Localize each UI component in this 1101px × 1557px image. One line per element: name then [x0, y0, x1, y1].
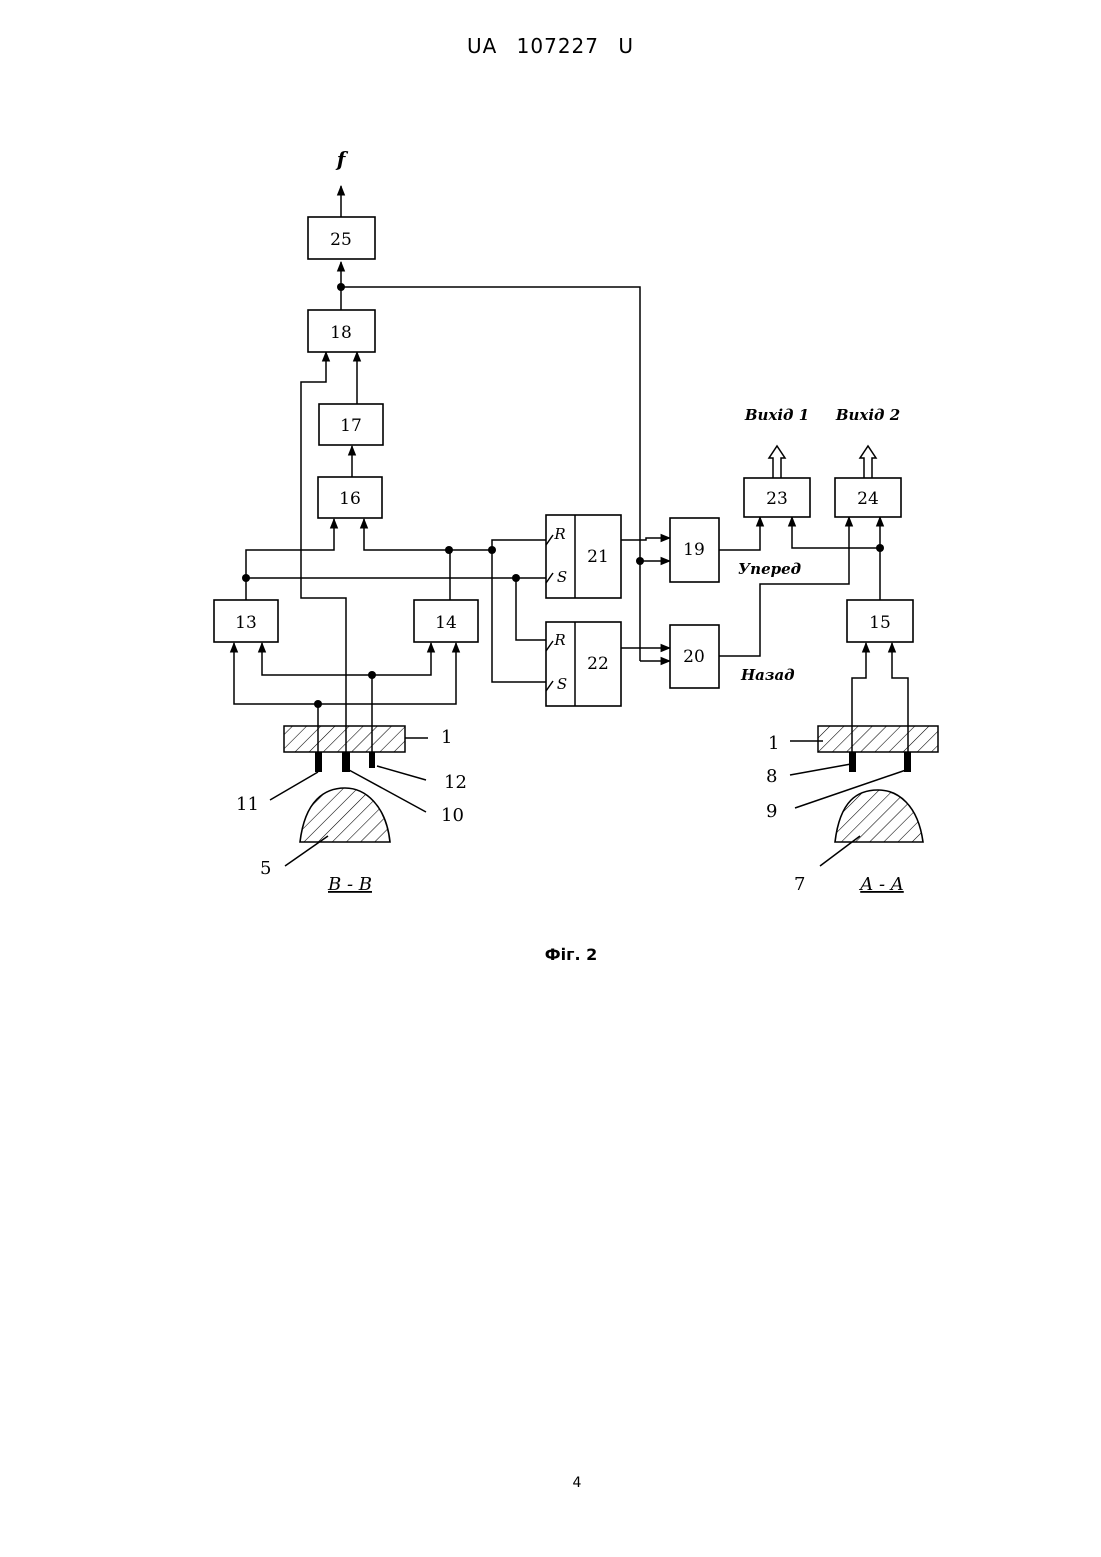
- block-24: 24: [835, 478, 901, 517]
- svg-text:R: R: [553, 525, 565, 543]
- svg-text:13: 13: [235, 613, 257, 633]
- block-25: 25: [308, 217, 375, 259]
- block-15: 15: [847, 600, 913, 642]
- left-plate: [284, 726, 405, 752]
- svg-text:14: 14: [435, 613, 457, 633]
- svg-text:22: 22: [587, 654, 609, 674]
- sensor-8: [849, 752, 856, 772]
- svg-text:15: 15: [869, 613, 891, 633]
- svg-text:25: 25: [330, 230, 352, 250]
- cam-5: [300, 788, 390, 842]
- sensor-11: [315, 752, 322, 772]
- block-13: 13: [214, 600, 278, 642]
- block-17: 17: [319, 404, 383, 445]
- output2-arrow-icon: [860, 446, 876, 478]
- svg-text:19: 19: [683, 540, 705, 560]
- sensor-9: [904, 752, 911, 772]
- block-21-flipflop: R S 21: [546, 515, 621, 598]
- svg-text:24: 24: [857, 489, 879, 509]
- svg-text:17: 17: [340, 416, 362, 436]
- svg-text:S: S: [557, 568, 567, 586]
- output1-arrow-icon: [769, 446, 785, 478]
- right-plate: [818, 726, 938, 752]
- block-22-flipflop: R S 22: [546, 622, 621, 706]
- svg-text:16: 16: [339, 489, 361, 509]
- right-ref-plate: 1: [768, 733, 779, 754]
- section-left-label: B - B: [327, 874, 372, 895]
- svg-text:21: 21: [587, 547, 609, 567]
- output-f-label: f: [335, 147, 349, 171]
- svg-text:18: 18: [330, 323, 352, 343]
- left-ref-5: 5: [260, 858, 271, 879]
- right-ref-9: 9: [766, 801, 777, 822]
- left-ref-11: 11: [236, 794, 259, 815]
- cam-7: [835, 790, 923, 842]
- svg-text:23: 23: [766, 489, 788, 509]
- block-19: 19: [670, 518, 719, 582]
- sensor-10: [342, 752, 350, 772]
- block-16: 16: [318, 477, 382, 518]
- left-ref-plate: 1: [441, 727, 452, 748]
- left-ref-10: 10: [441, 805, 464, 826]
- right-ref-7: 7: [794, 874, 805, 895]
- forward-label: Уперед: [738, 560, 801, 578]
- back-label: Назад: [740, 666, 795, 684]
- right-sensor-assembly: [790, 726, 938, 866]
- sensor-12: [369, 752, 375, 768]
- output1-label: Вихід 1: [744, 406, 809, 424]
- page-number: 4: [573, 1475, 582, 1491]
- block-20: 20: [670, 625, 719, 688]
- left-sensor-assembly: [270, 726, 428, 866]
- block-23: 23: [744, 478, 810, 517]
- block-18: 18: [308, 310, 375, 352]
- block-14: 14: [414, 600, 478, 642]
- right-ref-8: 8: [766, 766, 777, 787]
- svg-text:S: S: [557, 675, 567, 693]
- left-ref-12: 12: [444, 772, 467, 793]
- output2-label: Вихід 2: [835, 406, 900, 424]
- svg-text:20: 20: [683, 647, 705, 667]
- svg-text:R: R: [553, 631, 565, 649]
- figure-caption: Фіг. 2: [545, 945, 598, 964]
- section-right-label: A - A: [858, 874, 904, 895]
